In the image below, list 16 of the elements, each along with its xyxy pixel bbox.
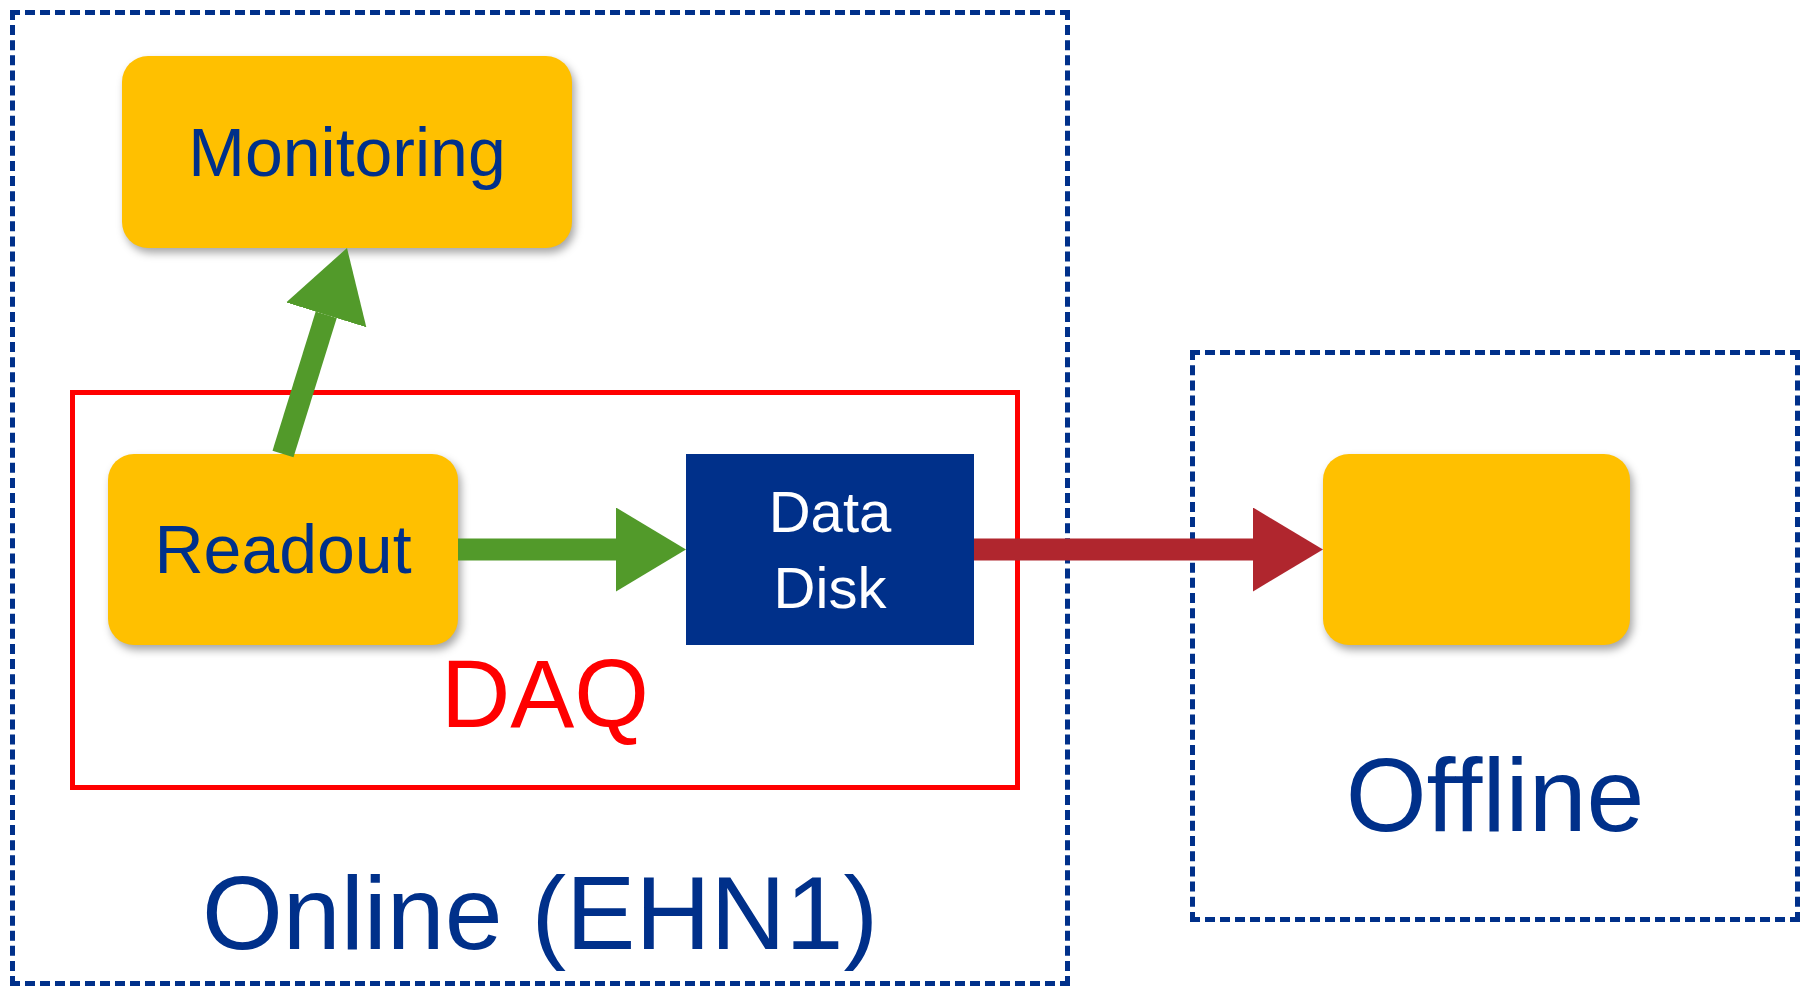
box-label: Monitoring xyxy=(188,112,506,192)
group-frame xyxy=(70,390,1020,790)
box-label: Data Disk xyxy=(767,478,893,622)
process-box xyxy=(108,454,458,645)
arrow xyxy=(272,248,367,458)
region-label: Online (EHN1) xyxy=(200,854,880,973)
process-box xyxy=(1323,454,1630,645)
dashed-region xyxy=(1190,350,1800,922)
arrow xyxy=(458,507,686,592)
region-label: DAQ xyxy=(440,639,650,749)
arrow xyxy=(974,507,1323,592)
process-box xyxy=(122,56,572,248)
dashed-region xyxy=(10,10,1070,986)
storage-box xyxy=(686,454,974,645)
region-label: Offline xyxy=(1344,736,1646,855)
box-label: Readout xyxy=(154,510,412,590)
